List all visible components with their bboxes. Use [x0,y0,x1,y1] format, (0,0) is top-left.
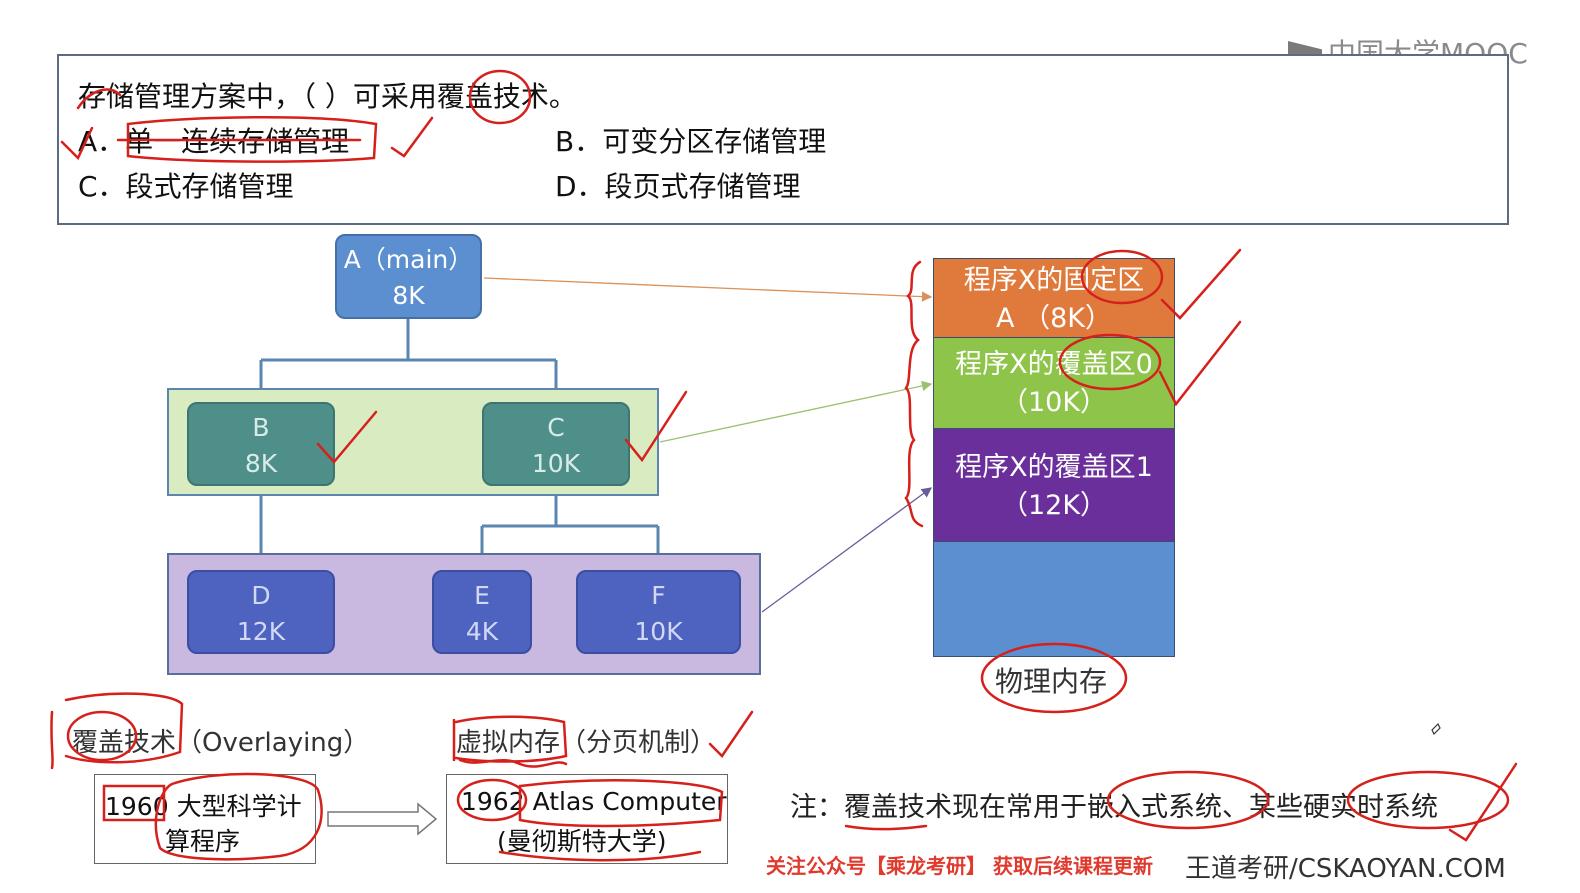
annotation-box-atlas [518,779,724,828]
annotation-circle-1960-desc [154,772,323,861]
annotation-box-1960 [102,784,166,822]
annotation-underline-virtual [458,758,568,768]
annotation-circle-realtime [1346,770,1510,830]
memory-fixed-area: 程序X的固定区 A （8K） [933,258,1175,338]
module-a-node: A（main） 8K [335,234,482,319]
annotation-check-a [60,126,94,161]
module-a-size: 8K [392,281,425,310]
module-f-size: 10K [634,617,683,646]
module-f-node: F 10K [576,570,741,654]
annotation-check-answer [390,116,434,158]
annotation-box-virtual [454,715,568,763]
module-d-node: D 12K [187,570,335,654]
annotation-check-b [316,410,378,464]
annotation-tick-stem [76,88,122,110]
option-c: C．段式存储管理 [78,170,294,203]
module-b-node: B 8K [187,402,335,486]
virtual-memory-title: 虚拟内存（分页机制） [456,728,717,758]
memory-free-area [933,541,1175,657]
module-e-node: E 4K [432,570,532,654]
memory-overlay1-title: 程序X的覆盖区1 [955,452,1153,483]
annotation-check-virtual [708,710,754,758]
question-stem: 存储管理方案中，（ ）可采用覆盖技术。 [78,80,577,113]
memory-overlay0-detail: （10K） [1000,387,1108,418]
memory-overlay0-title: 程序X的覆盖区0 [955,349,1153,380]
footer-promo: 关注公众号【乘龙考研】 获取后续课程更新 [766,854,1153,878]
virtual-memory-box-line1: 1962 Atlas Computer [461,787,727,816]
annotation-box-overlaying [64,692,184,764]
arrow-a-to-fixed [483,277,933,302]
annotation-check-fixed [1160,248,1242,320]
memory-fixed-detail: A （8K） [996,303,1112,334]
annotation-check-c [624,390,688,463]
arrow-def-to-overlay1 [761,487,933,613]
module-b-name: B [252,413,270,442]
annotation-underline-manchester [498,850,702,862]
module-a-name: A（main） [343,245,474,274]
memory-overlay1-detail: （12K） [1000,490,1108,521]
annotation-bar-overlaying [50,710,54,770]
annotation-circle-overlay0 [1058,333,1162,391]
virtual-memory-box-line2: (曼彻斯特大学) [497,827,667,856]
module-e-name: E [474,581,490,610]
module-c-name: C [547,413,565,442]
annotation-brace-memory [904,260,924,528]
annotation-circle-overlaying [66,710,138,762]
annotation-check-realtime [1448,762,1518,842]
annotation-circle-memory-label [980,642,1128,714]
module-f-name: F [651,581,666,610]
option-a: A．单一连续存储管理 [78,125,350,158]
option-b: B．可变分区存储管理 [555,125,827,158]
module-e-size: 4K [465,617,499,646]
annotation-box-option-a [126,116,378,163]
memory-overlay1-area: 程序X的覆盖区1 （12K） [933,428,1175,542]
arrow-bc-to-overlay0 [659,380,933,443]
memory-fixed-title: 程序X的固定区 [963,265,1145,296]
memory-overlay0-area: 程序X的覆盖区0 （10K） [933,337,1175,429]
annotation-circle-fixed [1080,249,1164,305]
note-text: 注：覆盖技术现在常用于嵌入式系统、某些硬实时系统 [790,792,1438,823]
virtual-memory-history-box [446,774,728,864]
option-d: D．段页式存储管理 [555,170,801,203]
overlaying-box-line1: 1960 大型科学计 [105,792,302,821]
pen-cursor-icon [1431,722,1441,736]
physical-memory-label: 物理内存 [995,665,1108,698]
annotation-underline-note [844,824,928,831]
module-c-node: C 10K [482,402,630,486]
annotation-circle-overlay-term [468,69,532,125]
module-c-size: 10K [531,449,581,478]
annotation-circle-embedded [1106,770,1270,830]
module-d-name: D [251,581,271,610]
annotation-circle-1962 [456,778,528,822]
overlaying-title: 覆盖技术（Overlaying） [72,728,370,758]
footer-site: 王道考研/CSKAOYAN.COM [1185,854,1506,884]
module-d-size: 12K [236,617,286,646]
annotation-check-overlay0 [1158,320,1242,407]
module-b-size: 8K [244,449,278,478]
history-arrow [327,802,438,836]
overlaying-box-line2: 算程序 [165,827,241,856]
